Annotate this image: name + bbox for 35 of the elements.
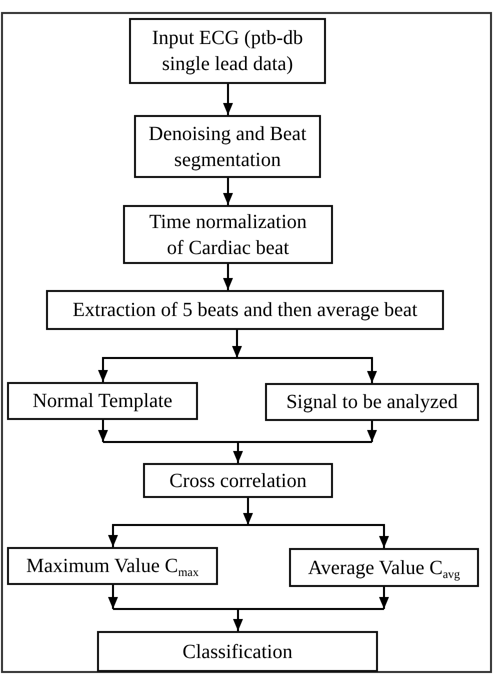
arrow	[243, 498, 253, 525]
step-text: Time normalization of Cardiac beat	[148, 210, 308, 260]
step-text: Extraction of 5 beats and then average beat	[72, 298, 418, 323]
step-text: Denoising and Beat segmentation	[148, 122, 308, 172]
arrow	[102, 441, 373, 464]
arrow	[237, 357, 377, 383]
arrow	[112, 608, 385, 632]
arrow	[108, 585, 118, 609]
step-text: Signal to be analyzed	[286, 390, 458, 415]
arrow	[223, 84, 233, 115]
process-box	[143, 463, 333, 498]
arrow	[98, 420, 108, 442]
arrow	[223, 264, 233, 290]
step-text: Normal Template	[32, 389, 172, 414]
process-box	[129, 18, 326, 84]
arrow	[367, 421, 377, 442]
process-box	[97, 631, 378, 672]
arrow	[232, 330, 242, 358]
arrow	[98, 357, 237, 382]
process-box	[46, 290, 444, 330]
process-box	[265, 383, 479, 421]
process-box	[7, 547, 218, 585]
process-box	[134, 115, 321, 178]
arrow	[108, 524, 248, 547]
step-text: Classification	[182, 640, 292, 664]
arrow	[248, 524, 389, 548]
step-text: Maximum Value C$_{max}$	[26, 554, 199, 579]
step-text: Average Value C$_{avg}$	[308, 556, 460, 580]
arrow	[223, 178, 233, 205]
step-text: Cross correlation	[169, 468, 307, 494]
process-box	[7, 382, 198, 420]
process-box	[289, 548, 479, 587]
step-text: Input ECG (ptb-db single lead data)	[150, 26, 304, 77]
arrow	[379, 587, 389, 609]
process-box	[123, 205, 333, 264]
